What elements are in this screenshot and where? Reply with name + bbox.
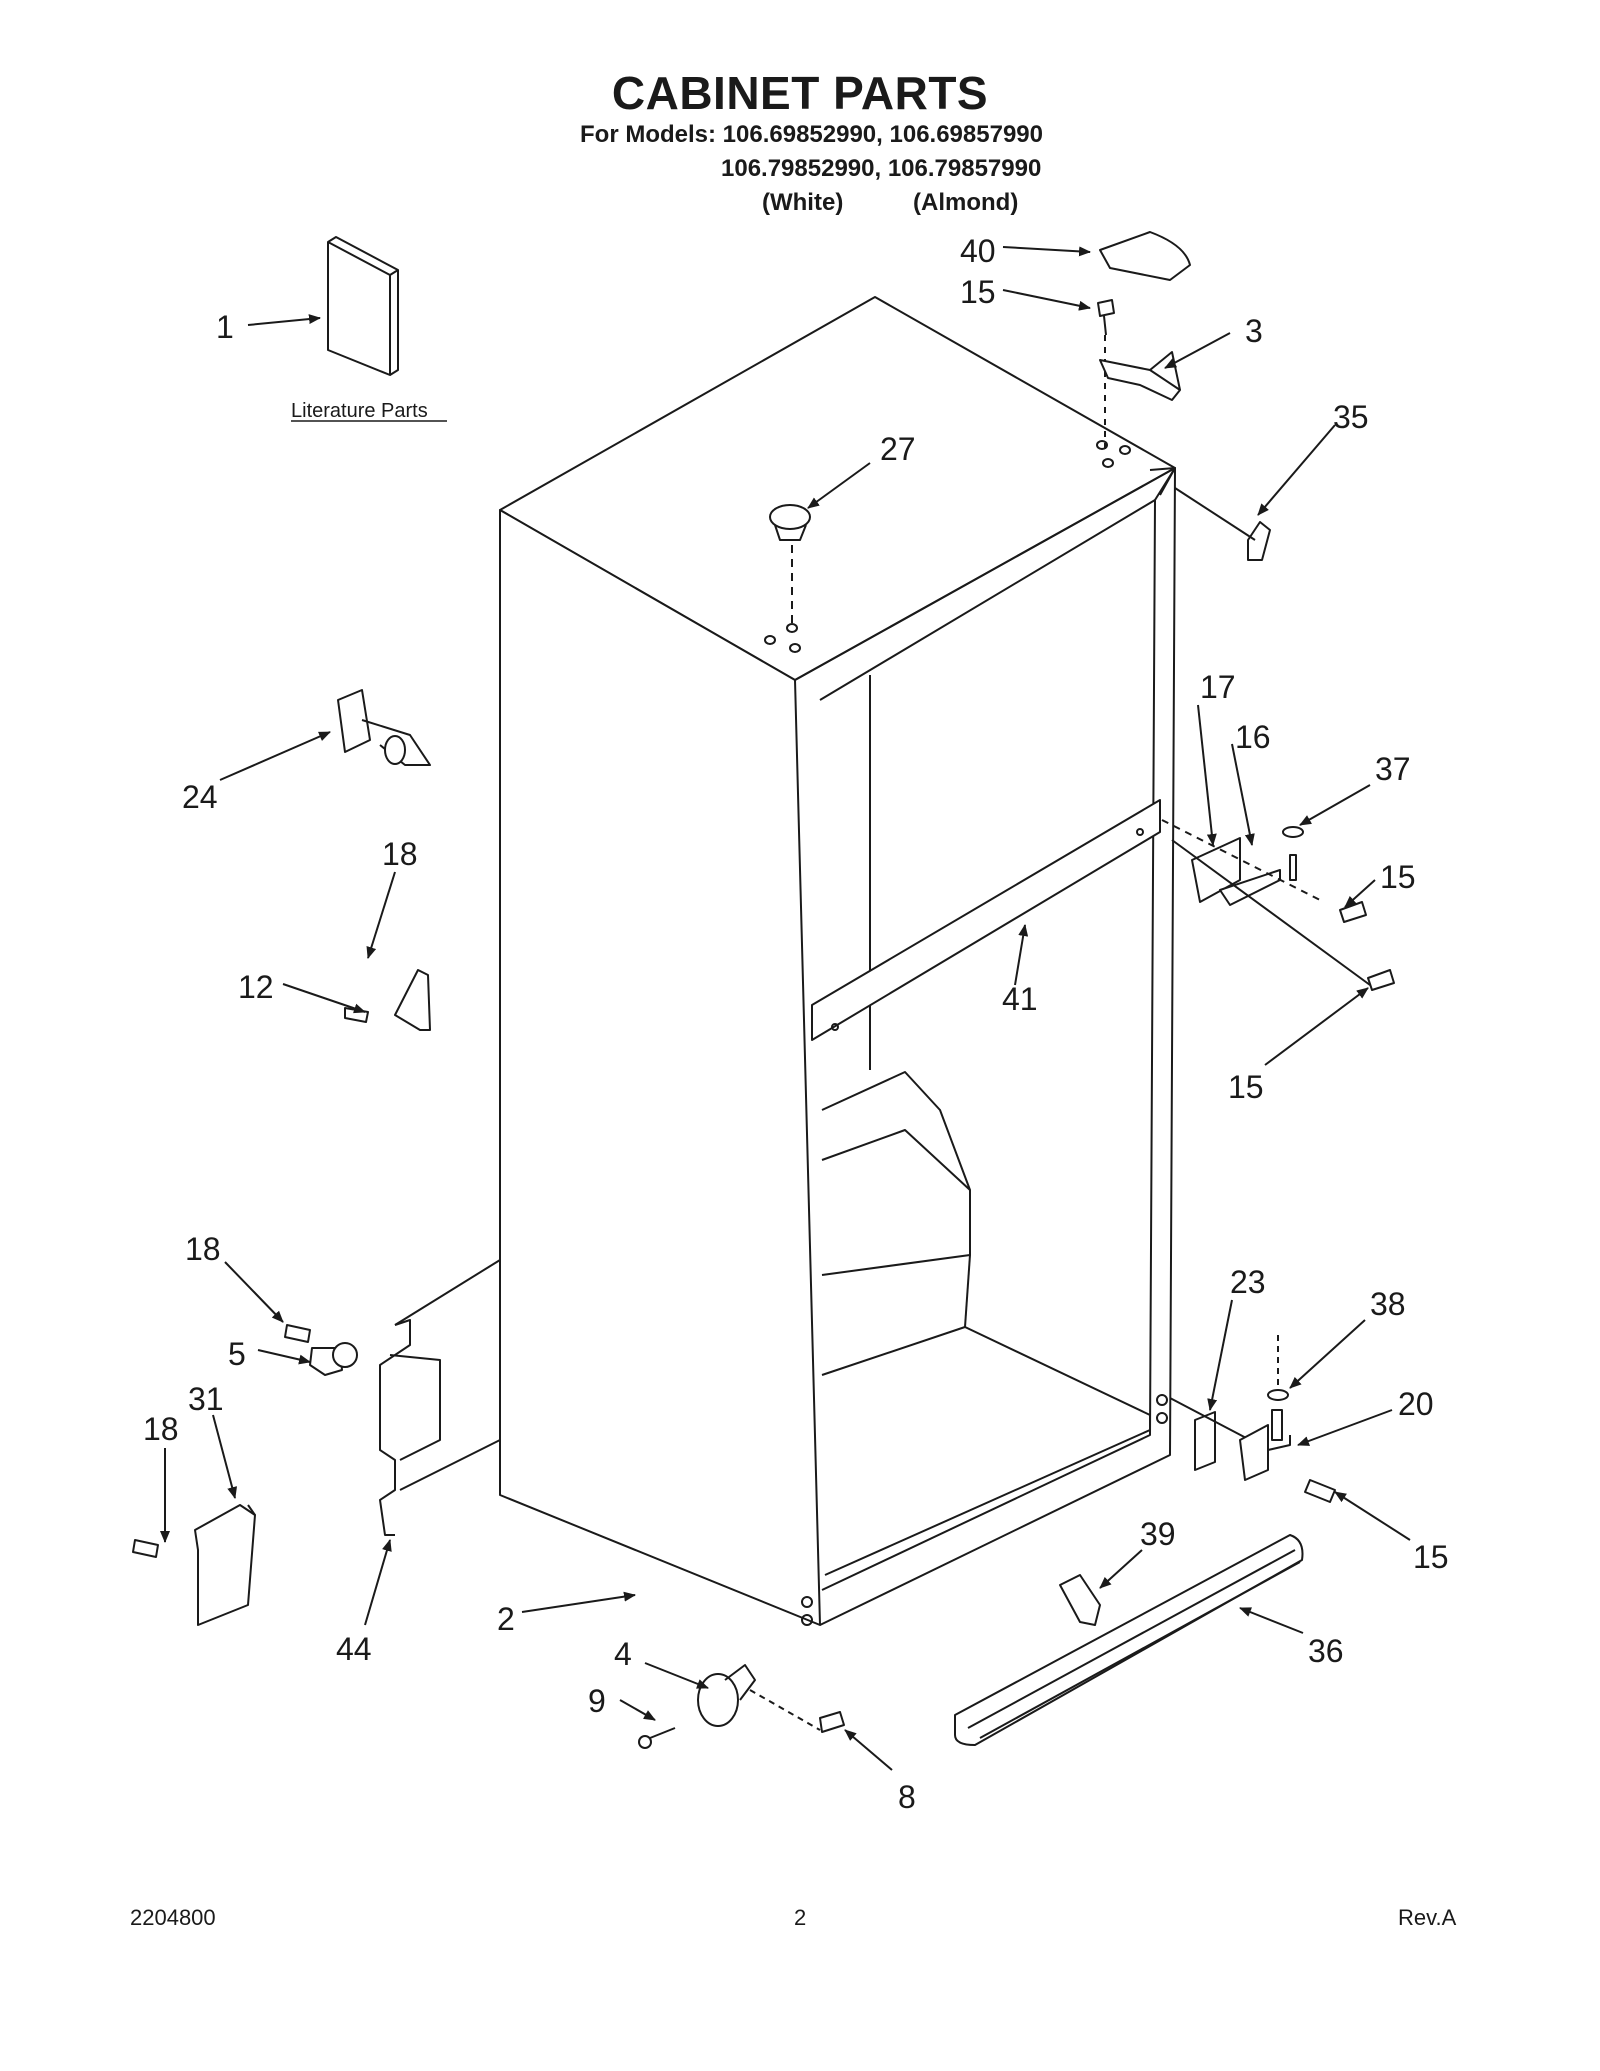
- screw-18-far-left: [132, 1539, 159, 1558]
- revision: Rev.A: [1398, 1905, 1457, 1930]
- screw-18-left: [284, 1324, 311, 1343]
- callout-20: 20: [1398, 1386, 1434, 1422]
- callout-23: 23: [1230, 1264, 1266, 1300]
- doc-number: 2204800: [130, 1905, 216, 1930]
- hinge-plate-23: [1194, 1411, 1216, 1471]
- callout-39: 39: [1140, 1516, 1176, 1552]
- callout-15-top: 15: [960, 274, 996, 310]
- door-stop-44: [379, 1319, 441, 1536]
- leveling-part-24: [337, 689, 431, 766]
- color-white-label: (White): [762, 189, 844, 216]
- callout-5: 5: [228, 1336, 246, 1372]
- page-number: 2: [794, 1905, 807, 1930]
- callout-27: 27: [880, 431, 916, 467]
- roller-4: [697, 1664, 756, 1727]
- callout-1: 1: [216, 309, 234, 345]
- callout-35: 35: [1333, 399, 1369, 435]
- hinge-cover-35: [1247, 521, 1271, 561]
- bracket-31: [194, 1504, 256, 1626]
- screw-15-bottom: [1304, 1479, 1336, 1503]
- callout-17: 17: [1200, 669, 1236, 705]
- callout-4: 4: [614, 1636, 632, 1672]
- center-hinge-16-17: [1191, 826, 1304, 906]
- callout-18-upper: 18: [382, 836, 418, 872]
- toe-grille-36: [954, 1534, 1304, 1746]
- callout-15-mid: 15: [1380, 859, 1416, 895]
- screw-top: [1097, 299, 1115, 336]
- callout-41: 41: [1002, 981, 1038, 1017]
- cabinet-body: [499, 296, 1176, 1626]
- models-line-2: 106.79852990, 106.79857990: [721, 155, 1042, 182]
- bracket-12: [344, 969, 431, 1031]
- callout-18-far-left: 18: [143, 1411, 179, 1447]
- top-cap-40: [1099, 231, 1191, 281]
- callout-8: 8: [898, 1779, 916, 1815]
- clip-5: [309, 1342, 358, 1376]
- plug-27: [769, 504, 811, 541]
- color-almond-label: (Almond): [913, 189, 1019, 216]
- hinge-20: [1239, 1409, 1291, 1481]
- callout-15-bottom: 15: [1413, 1539, 1449, 1575]
- screw-8: [819, 1711, 845, 1733]
- callout-18-left: 18: [185, 1231, 221, 1267]
- callout-37: 37: [1375, 751, 1411, 787]
- callout-3: 3: [1245, 313, 1263, 349]
- callout-15-lower-mid: 15: [1228, 1069, 1264, 1105]
- callout-38: 38: [1370, 1286, 1406, 1322]
- callout-36: 36: [1308, 1633, 1344, 1669]
- callout-2: 2: [497, 1601, 515, 1637]
- callout-31: 31: [188, 1381, 224, 1417]
- callout-40: 40: [960, 233, 996, 269]
- callout-16: 16: [1235, 719, 1271, 755]
- screw-mid-1: [1339, 901, 1367, 923]
- callout-44: 44: [336, 1631, 372, 1667]
- callout-24: 24: [182, 779, 218, 815]
- washer-38: [1267, 1389, 1289, 1401]
- page-title: CABINET PARTS: [611, 67, 989, 119]
- callout-9: 9: [588, 1683, 606, 1719]
- callout-12: 12: [238, 969, 274, 1005]
- screw-mid-2: [1367, 969, 1395, 991]
- clip-39: [1059, 1574, 1101, 1626]
- literature-book: [327, 236, 399, 376]
- models-line-1: For Models: 106.69852990, 106.69857990: [580, 121, 1043, 148]
- literature-parts-label: Literature Parts: [291, 400, 428, 422]
